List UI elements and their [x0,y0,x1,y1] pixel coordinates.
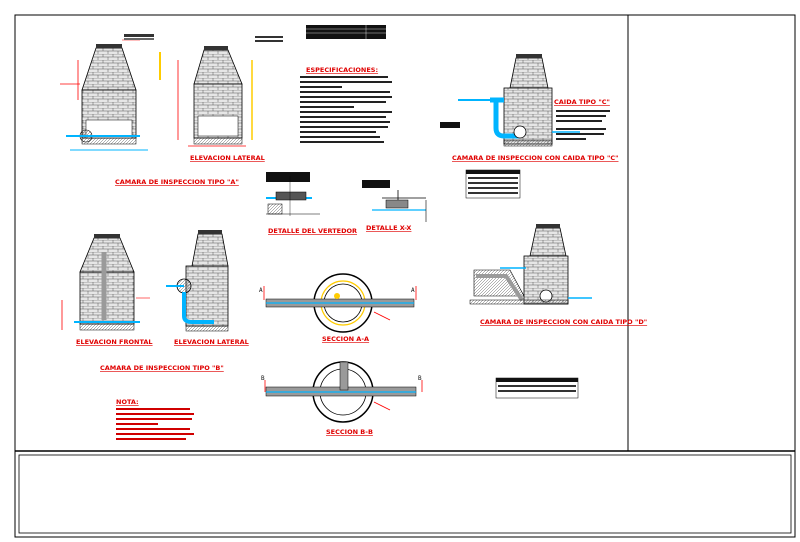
section-marker-a-right: A [411,287,415,294]
caida-d-table [495,377,579,399]
title-detalle-xx: DETALLE X-X [366,224,411,232]
title-detalle-vertedor: DETALLE DEL VERTEDOR [268,227,357,235]
title-nota: NOTA: [116,398,139,406]
nota-text-block [116,408,194,440]
camara-caida-d-drawing [469,224,592,305]
title-elevacion-frontal: ELEVACION FRONTAL [76,338,153,346]
title-caida-tipo-c: CAIDA TIPO "C" [554,98,610,106]
detalle-xx-drawing [362,180,427,222]
camara-a-side-view [177,36,283,147]
detalle-vertedor-drawing [266,172,320,216]
title-camara-tipo-a: CAMARA DE INSPECCION TIPO "A" [115,178,239,186]
title-seccion-bb: SECCION B-B [326,428,373,436]
sheet-frame [14,14,796,538]
title-elevacion-lateral-a: ELEVACION LATERAL [190,154,265,162]
seccion-bb-drawing [264,361,423,423]
specifications-text-block [300,76,392,143]
section-marker-b-right: B [418,375,422,382]
title-seccion-aa: SECCION A-A [322,335,369,343]
camara-b-side-view [166,230,229,332]
caida-c-notes [556,110,610,140]
section-marker-a-left: A [259,287,263,294]
title-camara-caida-d: CAMARA DE INSPECCION CON CAIDA TIPO "D" [480,318,647,326]
title-especificaciones: ESPECIFICACIONES: [306,66,378,74]
camara-b-front-view [61,234,150,331]
title-camara-caida-c: CAMARA DE INSPECCION CON CAIDA TIPO "C" [452,154,618,162]
title-elevacion-lateral-b: ELEVACION LATERAL [174,338,249,346]
seccion-aa-drawing [263,273,417,333]
section-marker-b-left: B [261,375,265,382]
camara-caida-c-drawing [440,54,580,147]
specifications-table [306,25,386,39]
title-camara-tipo-b: CAMARA DE INSPECCION TIPO "B" [100,364,224,372]
caida-c-table [465,169,521,199]
camara-a-front-view [60,34,161,151]
